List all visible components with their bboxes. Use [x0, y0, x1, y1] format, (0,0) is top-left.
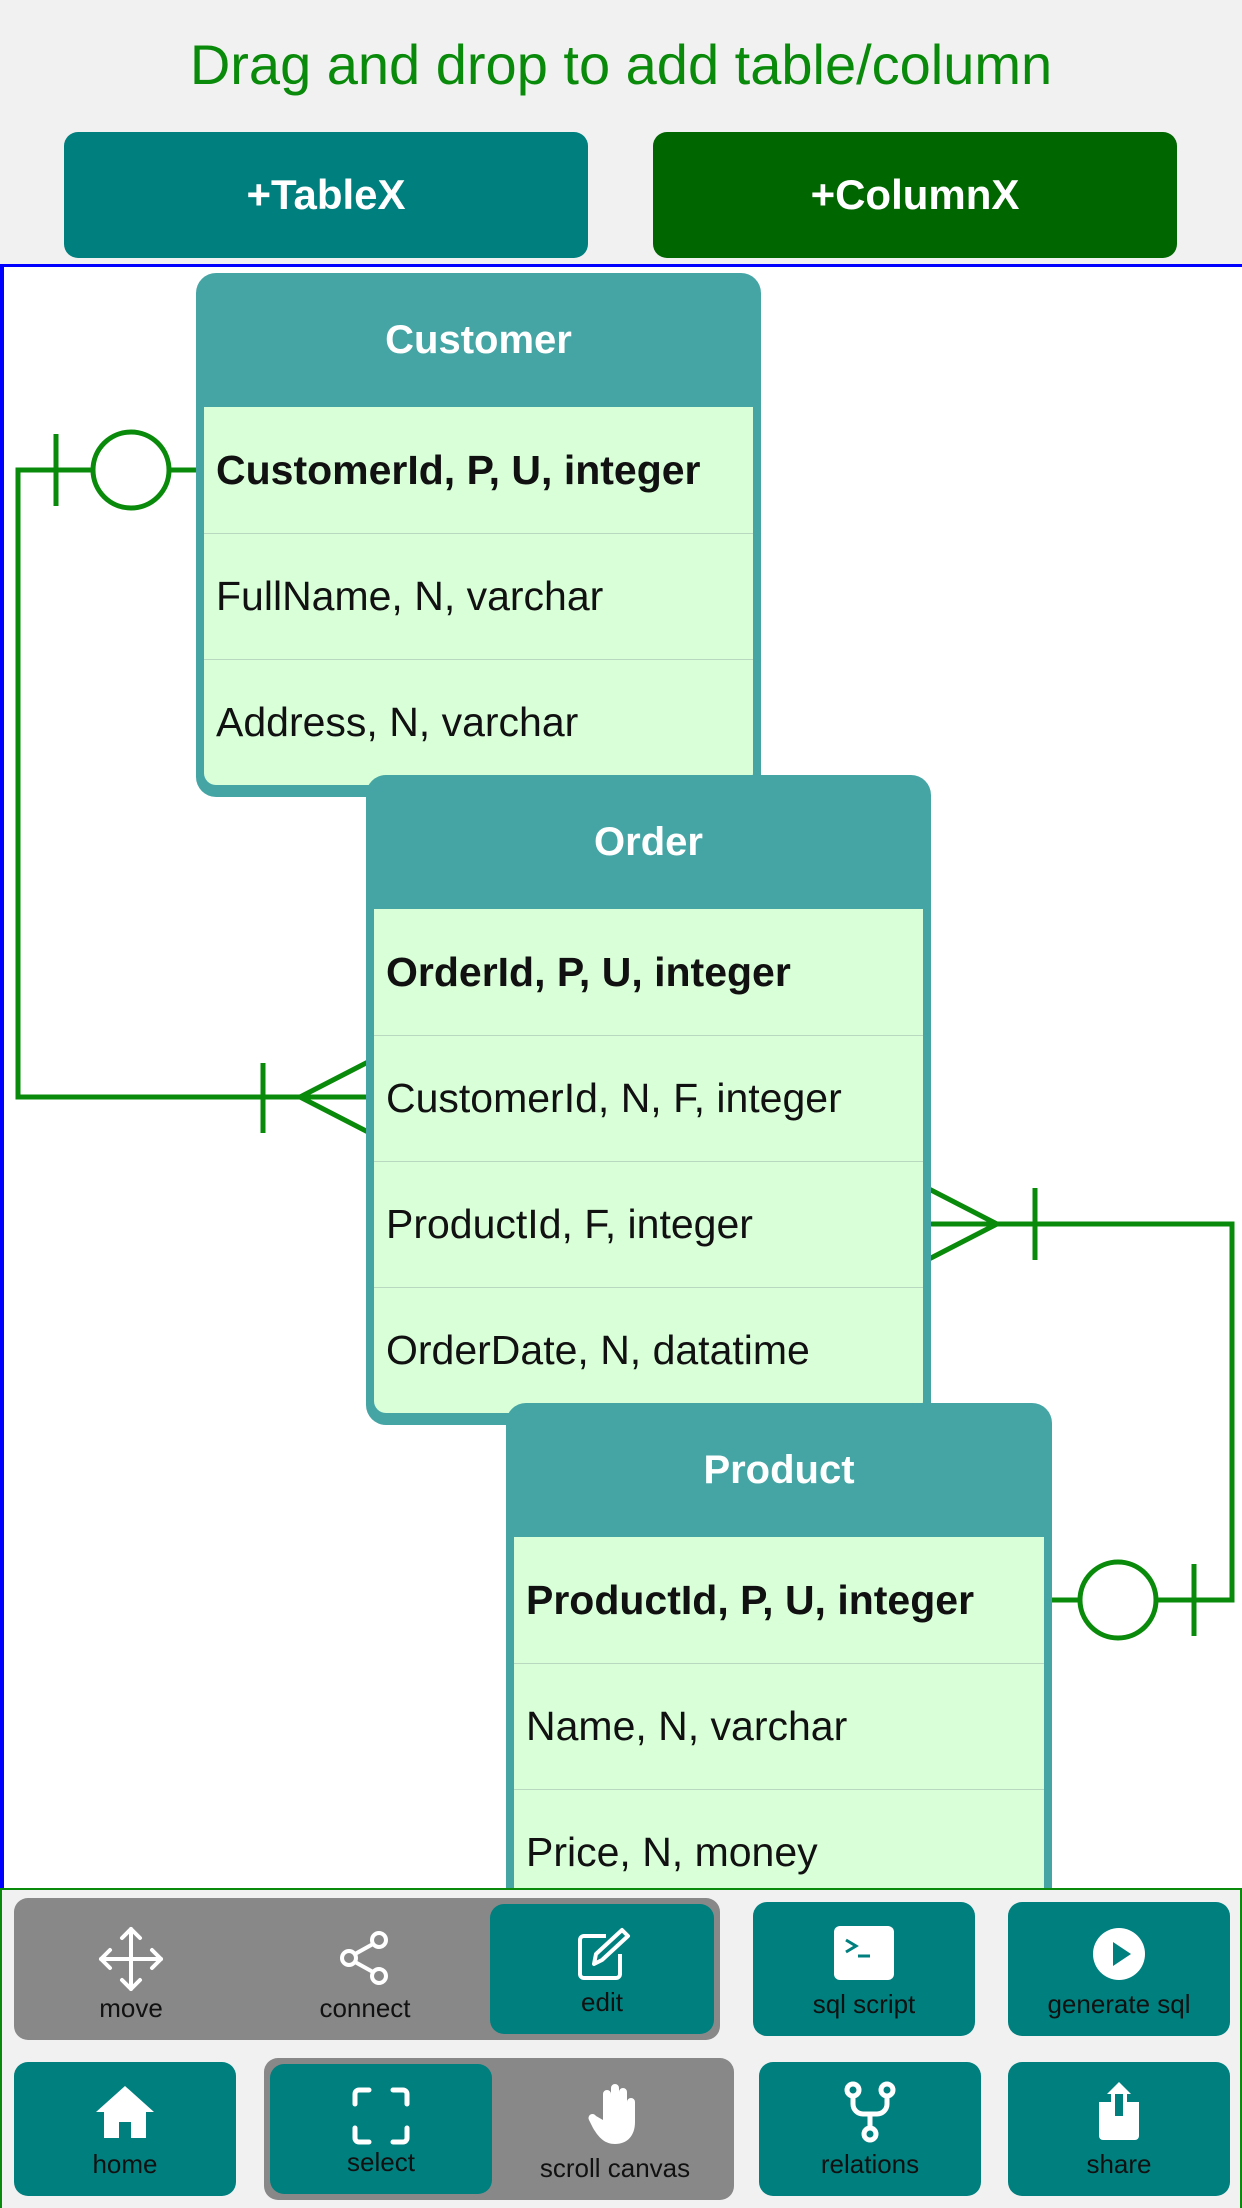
table-header: Customer [385, 317, 572, 362]
edit-icon [578, 1928, 630, 1980]
table-customer[interactable]: Customer CustomerId, P, U, integer FullN… [196, 273, 761, 797]
share-label: share [1086, 2149, 1152, 2179]
sql-script-button[interactable]: sql script [753, 1902, 975, 2036]
column-row[interactable]: Name, N, varchar [514, 1663, 1044, 1789]
share-button[interactable]: share [1008, 2062, 1230, 2196]
play-icon [1093, 1928, 1145, 1980]
table-product[interactable]: Product ProductId, P, U, integer Name, N… [506, 1403, 1052, 1888]
move-label: move [99, 1993, 163, 2023]
scroll-canvas-label: scroll canvas [539, 2153, 691, 2183]
column-row[interactable]: ProductId, P, U, integer [526, 1576, 975, 1623]
connect-label: connect [319, 1993, 411, 2023]
generate-sql-label: generate sql [1047, 1989, 1191, 2019]
hand-icon [588, 2084, 635, 2144]
column-row[interactable]: OrderDate, N, datatime [374, 1287, 923, 1413]
add-table-button[interactable]: +TableX [64, 132, 588, 258]
sql-script-label: sql script [812, 1989, 916, 2019]
column-row[interactable]: ProductId, F, integer [374, 1161, 923, 1287]
move-button[interactable]: move [14, 1898, 248, 2040]
connect-button[interactable]: connect [248, 1898, 482, 2040]
relationship-lines [15, 429, 1235, 1641]
add-column-button[interactable]: +ColumnX [653, 132, 1177, 258]
column-row[interactable]: OrderId, P, U, integer [386, 948, 791, 995]
fork-icon [844, 2081, 896, 2143]
page-title: Drag and drop to add table/column [189, 33, 1053, 96]
share-icon [1099, 2082, 1139, 2140]
relations-button[interactable]: relations [759, 2062, 981, 2196]
relations-label: relations [820, 2149, 920, 2179]
bottom-toolbar: move connect edit sql script [0, 1888, 1242, 2208]
column-row[interactable]: FullName, N, varchar [204, 533, 753, 659]
select-label: select [347, 2147, 415, 2177]
home-icon [96, 2086, 154, 2138]
home-label: home [92, 2149, 158, 2179]
erd-canvas[interactable]: Customer CustomerId, P, U, integer FullN… [0, 264, 1242, 1888]
column-row[interactable]: CustomerId, N, F, integer [374, 1035, 923, 1161]
terminal-icon [834, 1926, 894, 1980]
scroll-canvas-button[interactable]: scroll canvas [496, 2058, 734, 2200]
column-row[interactable]: Address, N, varchar [204, 659, 753, 785]
edit-button[interactable]: edit [490, 1904, 714, 2034]
select-button[interactable]: select [270, 2064, 492, 2194]
column-row[interactable]: Price, N, money [514, 1789, 1044, 1888]
select-icon [352, 2087, 410, 2145]
home-button[interactable]: home [14, 2062, 236, 2196]
table-header: Product [703, 1447, 855, 1492]
generate-sql-button[interactable]: generate sql [1008, 1902, 1230, 2036]
move-icon [99, 1927, 163, 1991]
table-order[interactable]: Order OrderId, P, U, integer CustomerId,… [366, 775, 931, 1425]
table-header: Order [594, 819, 703, 864]
share-nodes-icon [340, 1931, 388, 1985]
edit-label: edit [581, 1987, 623, 2017]
column-row[interactable]: CustomerId, P, U, integer [216, 446, 701, 493]
